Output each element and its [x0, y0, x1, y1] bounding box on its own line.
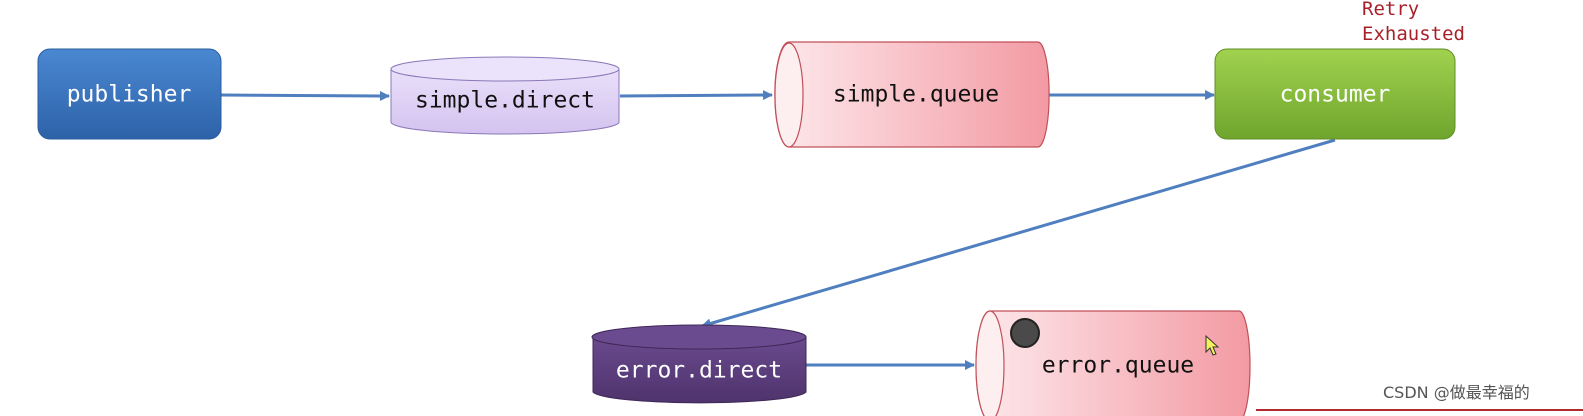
mouse-cursor-icon: [1205, 334, 1220, 356]
simple-direct-node: simple.direct: [390, 56, 620, 135]
arrow-publisher-to-simple-direct: [220, 90, 390, 101]
consumer-label: consumer: [1280, 82, 1391, 108]
arrow-simple-direct-to-simple-queue: [619, 90, 773, 101]
arrows: [220, 90, 1336, 370]
simple-queue-node: simple.queue: [774, 41, 1050, 148]
error-direct-node: error.direct: [591, 324, 807, 404]
publisher-label: publisher: [67, 82, 192, 108]
simple-direct-label: simple.direct: [415, 88, 595, 114]
error-direct-label: error.direct: [616, 358, 782, 384]
retry-exhausted-annotation: Retry Exhausted: [1362, 0, 1465, 45]
message-dot: [1010, 318, 1040, 348]
arrow-consumer-to-error-direct: [701, 138, 1336, 329]
error-queue-label: error.queue: [1042, 353, 1194, 379]
consumer-node: consumer: [1214, 48, 1456, 140]
annotation-line-2: Exhausted: [1362, 23, 1465, 45]
simple-queue-label: simple.queue: [833, 82, 999, 108]
annotation-line-1: Retry: [1362, 0, 1419, 20]
error-queue-node: error.queue: [975, 310, 1251, 416]
publisher-node: publisher: [37, 48, 222, 140]
watermark-text: CSDN @做最幸福的: [1383, 383, 1530, 402]
